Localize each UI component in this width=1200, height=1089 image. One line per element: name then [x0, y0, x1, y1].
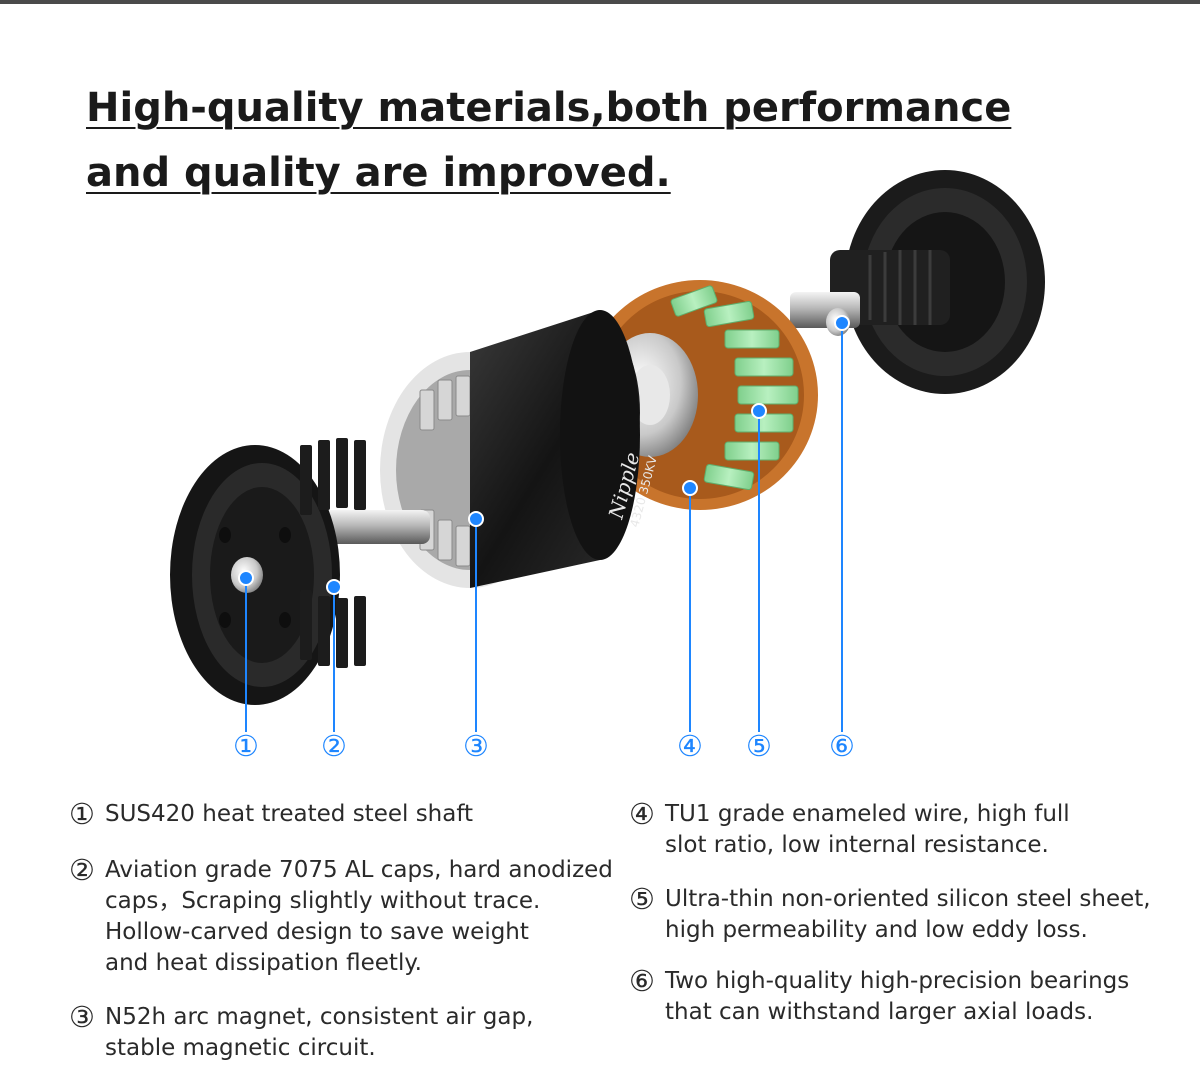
rotor-bell — [380, 310, 640, 588]
feature-2-text: Aviation grade 7075 AL caps, hard anodiz… — [105, 857, 613, 976]
feature-3: ③ N52h arc magnet, consistent air gap, s… — [67, 1002, 617, 1064]
callout-6: ⑥ — [829, 729, 855, 763]
exploded-motor-illustration: Nipple 4320 350KV — [170, 170, 1045, 732]
headline-line-1: High-quality materials,both performance — [86, 85, 1012, 131]
callout-2: ② — [321, 729, 347, 763]
callout-4: ④ — [677, 729, 703, 763]
end-cap — [170, 438, 430, 705]
feature-5-number: ⑤ — [629, 882, 655, 916]
feature-4-text: TU1 grade enameled wire, high full slot … — [665, 801, 1070, 858]
feature-1-text: SUS420 heat treated steel shaft — [105, 801, 474, 827]
feature-1-number: ① — [69, 797, 95, 831]
top-border — [0, 0, 1200, 4]
callout-3: ③ — [463, 729, 489, 763]
callout-1: ① — [233, 729, 259, 763]
feature-6: ⑥ Two high-quality high-precision bearin… — [627, 966, 1187, 1028]
feature-5-text: Ultra-thin non-oriented silicon steel sh… — [665, 886, 1151, 943]
base-mount — [790, 170, 1045, 394]
feature-3-number: ③ — [69, 1000, 95, 1034]
feature-2-number: ② — [69, 853, 95, 887]
feature-5: ⑤ Ultra-thin non-oriented silicon steel … — [627, 884, 1192, 946]
feature-2: ② Aviation grade 7075 AL caps, hard anod… — [67, 855, 627, 979]
feature-4: ④ TU1 grade enameled wire, high full slo… — [627, 799, 1187, 861]
feature-3-text: N52h arc magnet, consistent air gap, sta… — [105, 1004, 534, 1061]
callout-leaders — [245, 323, 843, 732]
feature-4-number: ④ — [629, 797, 655, 831]
feature-6-number: ⑥ — [629, 964, 655, 998]
callout-5: ⑤ — [746, 729, 772, 763]
feature-1: ① SUS420 heat treated steel shaft — [67, 799, 617, 830]
callout-dots — [238, 315, 850, 595]
headline-line-2: and quality are improved. — [86, 150, 671, 196]
feature-6-text: Two high-quality high-precision bearings… — [665, 968, 1130, 1025]
